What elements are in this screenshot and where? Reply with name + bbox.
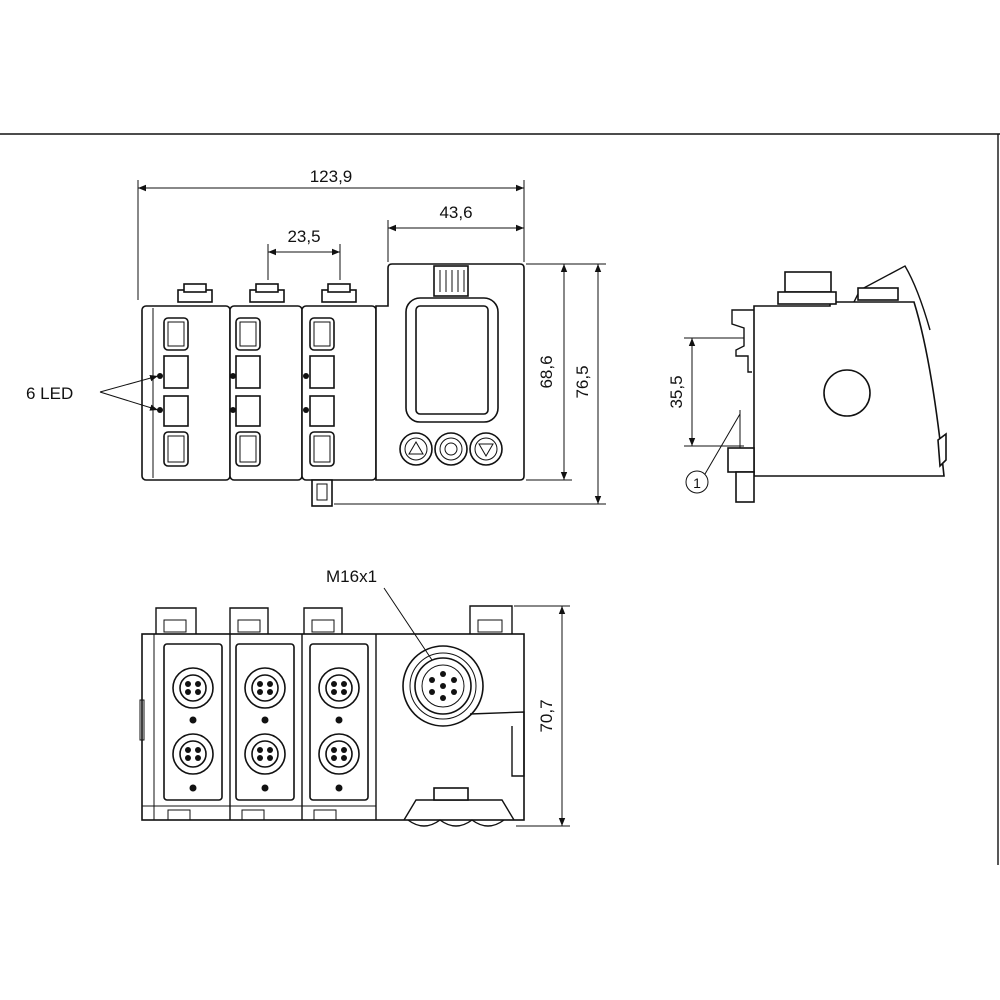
dim-depth-label: 70,7 (537, 699, 556, 732)
m16-leader (383, 587, 433, 661)
dim-height-inner-label: 68,6 (537, 355, 556, 388)
front-view (141, 263, 525, 507)
m12-socket-icon (318, 667, 360, 709)
m16-label: M16x1 (326, 567, 377, 586)
m12-socket-icon (172, 667, 214, 709)
dimension-display-width (387, 220, 524, 262)
top-connector (177, 283, 213, 303)
dimension-module-pitch (267, 244, 341, 280)
down-button-icon (469, 432, 503, 466)
side-connector (857, 287, 899, 301)
led-dot (303, 407, 309, 413)
top-connector (249, 283, 285, 303)
dim-rail-height-label: 35,5 (667, 375, 686, 408)
top-connector (321, 283, 357, 303)
enter-button-icon (434, 432, 468, 466)
dimension-rail-height (684, 337, 744, 447)
dimension-height-total (334, 263, 606, 505)
led-dot (157, 407, 163, 413)
dimension-depth (514, 605, 570, 827)
dim-module-pitch-label: 23,5 (287, 227, 320, 246)
top-tab (303, 607, 343, 634)
dimension-overall-width (137, 180, 525, 300)
m12-socket-icon (172, 733, 214, 775)
bottom-port (403, 787, 515, 827)
port-pins (439, 270, 465, 292)
dim-display-width-label: 43,6 (439, 203, 472, 222)
m12-socket-icon (244, 667, 286, 709)
top-tab (469, 605, 513, 634)
side-connector (777, 271, 837, 305)
up-button-icon (399, 432, 433, 466)
top-tab (229, 607, 269, 634)
side-hole (823, 369, 871, 417)
m12-socket-icon (244, 733, 286, 775)
top-tab (155, 607, 197, 634)
m16-connector-icon (402, 645, 484, 727)
led-label: 6 LED (26, 384, 73, 403)
led-dot (230, 373, 236, 379)
led-window-column (163, 317, 189, 467)
callout-1 (685, 413, 741, 494)
display-screen (415, 305, 489, 415)
side-view (727, 265, 947, 503)
top-port (433, 265, 469, 297)
led-dot (157, 373, 163, 379)
led-leader-lines (99, 375, 159, 411)
top-view (139, 605, 525, 827)
led-window-column (235, 317, 261, 467)
led-dot (230, 407, 236, 413)
dim-overall-width-label: 123,9 (310, 167, 353, 186)
dim-height-total-label: 76,5 (573, 365, 592, 398)
callout-1-label: 1 (693, 475, 701, 491)
m12-socket-icon (318, 733, 360, 775)
dimension-height-inner (526, 263, 572, 481)
rail-clip-side (727, 447, 755, 473)
led-dot (303, 373, 309, 379)
led-window-column (309, 317, 335, 467)
